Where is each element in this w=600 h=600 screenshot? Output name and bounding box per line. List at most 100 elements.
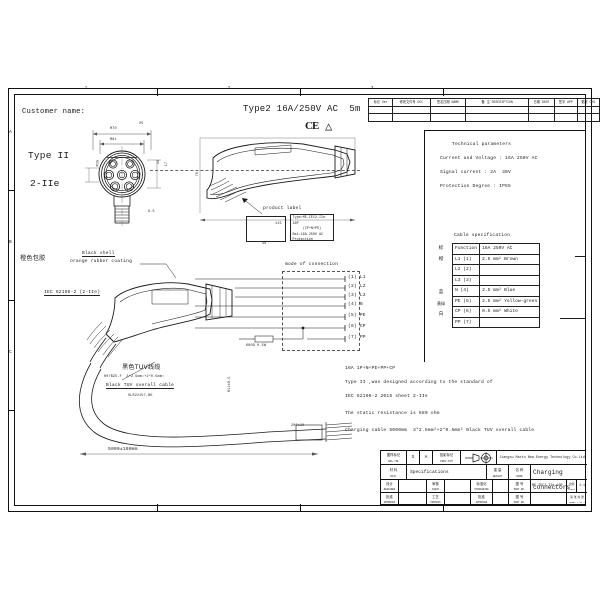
weight-label: 重 量 bbox=[493, 468, 502, 472]
product-label-box bbox=[246, 216, 286, 242]
border-ticks-bottom bbox=[14, 504, 586, 512]
cable-spec-function: PP (7) bbox=[451, 316, 481, 328]
material-sub: MATL bbox=[390, 475, 397, 478]
edge-tick bbox=[560, 318, 586, 319]
revision-header-cell: 更改 CHG bbox=[576, 98, 600, 107]
partno-value: ME-IEC2-IIe-16P bbox=[531, 480, 567, 492]
product-label-line: (IP+N+PE) bbox=[302, 227, 322, 231]
ce-mark-icon: CE bbox=[305, 120, 319, 132]
mode-of-connection-box bbox=[282, 271, 360, 351]
cable-spec-value bbox=[479, 316, 541, 328]
cable-spec-function: L2 (2) bbox=[451, 264, 481, 276]
revision-header-cell: 标记 Ver bbox=[367, 98, 394, 107]
weight-sub: WEIGHT bbox=[492, 475, 503, 478]
right-column-divider bbox=[424, 130, 425, 362]
partno2-label: 图 号 bbox=[515, 494, 524, 499]
product-label-line: Type:ME-IEC2-IIe-16P bbox=[292, 216, 328, 226]
border-tick-side bbox=[8, 190, 15, 191]
customer-name-label: Customer name: bbox=[22, 108, 86, 116]
title-block-row-2: 材 料 MATL Specifications 重 量 WEIGHT 名 称 N… bbox=[381, 465, 587, 491]
design-sub: DESIGNED bbox=[383, 487, 396, 491]
grade-s-cell: S bbox=[407, 451, 420, 464]
product-label-text-box: Type:ME-IEC2-IIe-16P (IP+N+PE) Rat:16A 2… bbox=[290, 214, 334, 241]
description-line: 16A 1P+N+PE+PP+CP bbox=[345, 366, 396, 371]
table-row: PP (7) bbox=[451, 316, 541, 328]
revision-header-cell: 签名日期 NAME bbox=[429, 98, 467, 107]
check-sub: CHECK bbox=[431, 487, 440, 491]
cable-spec-function: PE (5) bbox=[451, 295, 481, 307]
projection-label: 投影标记 bbox=[439, 453, 454, 457]
pin-label: (6) CP bbox=[348, 324, 366, 329]
dimension-label: Φ61 bbox=[110, 138, 117, 142]
partno2-value bbox=[531, 493, 567, 506]
product-label-leader bbox=[241, 197, 263, 215]
black-shell-label: Black shell bbox=[82, 251, 115, 257]
table-row: L2 (2) bbox=[451, 264, 541, 276]
center-line bbox=[150, 170, 360, 171]
dimension-label: 40 bbox=[262, 242, 267, 246]
cable-spec-function: CP (6) bbox=[451, 306, 481, 318]
dimension-label: 9.5 bbox=[148, 210, 155, 214]
border-tick-side bbox=[8, 300, 15, 301]
scale-value: 1:1 bbox=[578, 484, 586, 488]
cable-spec-function: L3 (3) bbox=[451, 274, 481, 286]
cable-side-label bbox=[432, 320, 450, 331]
orange-coating-label: orange rubber coating bbox=[70, 259, 133, 264]
partno2-cell: 图 号 PART NO. bbox=[509, 493, 531, 506]
tolerance-cell: 图样标记 ANG.TOL bbox=[381, 451, 407, 464]
dimension-label: 17 bbox=[165, 161, 170, 167]
overall-length-label: 5000±100mm bbox=[105, 447, 141, 452]
border-tick-label: 3 bbox=[370, 87, 374, 91]
approve-value bbox=[399, 493, 427, 506]
dimension-label: Φ70 bbox=[110, 127, 117, 131]
standardize-value bbox=[493, 480, 509, 492]
cable-spec-value bbox=[479, 264, 541, 276]
assembly-view bbox=[78, 282, 353, 456]
check-value bbox=[445, 480, 471, 492]
cable-spec-header-row: Function 16A 250V AC bbox=[451, 243, 541, 255]
cable-side-label: 白 bbox=[438, 312, 444, 317]
dimension-label: 44 bbox=[157, 159, 162, 165]
dimension-label: Φ35 bbox=[96, 159, 101, 167]
material-value: Specifications bbox=[407, 465, 487, 479]
design-value bbox=[399, 480, 427, 492]
weight-cell: 重 量 WEIGHT bbox=[487, 465, 509, 479]
type-label-line2: 2-IIe bbox=[30, 178, 60, 189]
description-line: The static resistance is 680 ohm bbox=[345, 411, 440, 416]
approve-sub: APPROVED bbox=[383, 500, 396, 504]
table-row: PE (5) 2.5 mm² Yellow-green bbox=[451, 295, 541, 307]
product-label-line: Rat:16A 250V AC bbox=[292, 232, 324, 237]
pin-label: (4) N bbox=[348, 302, 363, 307]
pin-label: (3) L3 bbox=[348, 293, 366, 298]
process-cell: 工艺 PROCESS bbox=[427, 493, 445, 506]
process-label: 工艺 bbox=[432, 494, 439, 499]
cuff-dimension-label: 200±20 bbox=[291, 424, 305, 428]
coating-leader-line bbox=[140, 263, 177, 279]
page-title: Type2 16A/250V AC 5m bbox=[243, 104, 361, 114]
revision-header-cell: 日期 DATE bbox=[527, 98, 556, 107]
cable-spec-value: 2.5 mm² Yellow-green bbox=[479, 295, 541, 307]
technical-parameter-line: Signal current : 2A 30V bbox=[440, 170, 511, 175]
pin-label: (7) PP bbox=[348, 335, 366, 340]
table-row: L1 (1) 2.5 mm² Brown bbox=[451, 253, 541, 265]
cable-side-label: 黄绿 bbox=[437, 301, 445, 306]
cable-spec-value bbox=[479, 274, 541, 286]
partno2-sub: PART NO. bbox=[513, 500, 526, 504]
cable-specification-heading: Cable specification bbox=[454, 233, 511, 238]
check-label: 审核 bbox=[432, 481, 439, 486]
cable-code-label: OLR22157-BK bbox=[128, 394, 153, 398]
border-ticks-top: 1 2 3 bbox=[14, 87, 586, 96]
cable-specification-table: Function 16A 250V AC L1 (1) 2.5 mm² Brow… bbox=[451, 243, 541, 328]
first-angle-projection-icon bbox=[465, 452, 493, 464]
audit-value bbox=[493, 493, 509, 506]
scale-sub: SCALE bbox=[568, 487, 575, 491]
audit-cell: 批准 APPROVED bbox=[471, 493, 493, 506]
description-line: IEC 62196-2 2016 sheet 2-IIe bbox=[345, 394, 428, 399]
audit-sub: APPROVED bbox=[475, 500, 488, 504]
title-block: 图样标记 ANG.TOL S A 投影标记 PROJ.SYM Jiangsu bbox=[380, 450, 587, 506]
resistor-value-label: 680Ω 0.5W bbox=[246, 344, 267, 348]
revision-table: 标记 Ver 修改文件号 DCC 签名日期 NAME 备 注 DESCRIPTI… bbox=[367, 98, 600, 122]
title-block-row-1: 图样标记 ANG.TOL S A 投影标记 PROJ.SYM Jiangsu bbox=[381, 451, 587, 465]
name-sub: NAME bbox=[516, 475, 523, 478]
